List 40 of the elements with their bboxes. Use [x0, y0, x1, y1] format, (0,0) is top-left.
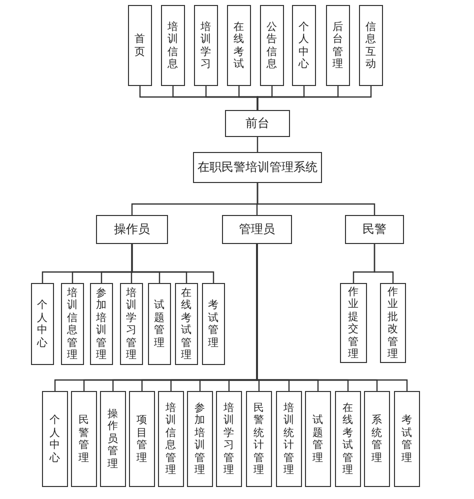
- module-box: 参加培训管理: [187, 391, 213, 487]
- module-box: 信息互动: [359, 5, 383, 86]
- module-box: 培训学习: [194, 5, 218, 86]
- module-box: 项目管理: [129, 391, 155, 487]
- module-box: 培训信息: [161, 5, 185, 86]
- module-box: 操作员管理: [100, 391, 126, 487]
- module-box: 试题管理: [305, 391, 331, 487]
- connector-line: [256, 137, 258, 152]
- module-box: 操作员: [96, 215, 168, 244]
- connector-line: [256, 86, 372, 110]
- module-box: 系统管理: [364, 391, 390, 487]
- module-box: 试题管理: [148, 283, 171, 365]
- module-box: 民警统计管理: [246, 391, 272, 487]
- connector-line: [256, 183, 376, 215]
- module-box: 在线考试管理: [335, 391, 361, 487]
- module-box: 培训统计管理: [276, 391, 302, 487]
- module-box: 培训学习管理: [216, 391, 242, 487]
- module-box: 培训信息管理: [61, 283, 84, 365]
- connector-line: [374, 244, 394, 283]
- module-box: 培训信息管理: [158, 391, 184, 487]
- module-box: 管理员: [222, 215, 292, 244]
- module-box: 个人中心: [31, 283, 54, 365]
- module-box: 考试管理: [202, 283, 225, 365]
- module-box: 考试管理: [394, 391, 420, 487]
- module-box: 参加培训管理: [90, 283, 113, 365]
- module-box: 民警: [345, 215, 404, 244]
- module-box: 在职民警培训管理系统: [193, 152, 322, 183]
- module-box: 前台: [225, 110, 290, 137]
- module-box: 作业提交管理: [340, 283, 367, 363]
- module-box: 作业批改管理: [380, 283, 406, 363]
- module-box: 后台管理: [326, 5, 350, 86]
- module-box: 在线考试管理: [175, 283, 198, 365]
- connector-line: [131, 244, 214, 283]
- module-box: 个人中心: [292, 5, 316, 86]
- module-box: 公告信息: [260, 5, 284, 86]
- module-box: 个人中心: [42, 391, 68, 487]
- module-box: 培训学习管理: [120, 283, 143, 365]
- module-box: 在线考试: [227, 5, 251, 86]
- module-box: 民警管理: [71, 391, 97, 487]
- module-box: 首页: [128, 5, 152, 86]
